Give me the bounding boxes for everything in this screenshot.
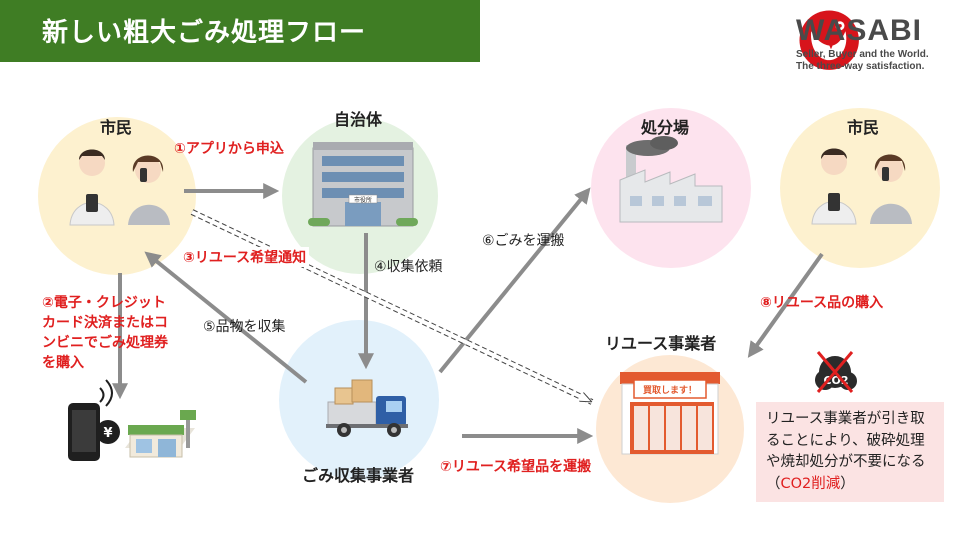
- co2-reduction-icon: CO2: [815, 351, 857, 393]
- step-7-label: ⑦リユース希望品を運搬: [440, 459, 592, 475]
- citizen-left-label: 市民: [100, 118, 133, 137]
- step-2-line-2: カード決済またはコ: [42, 315, 168, 331]
- step-6-label: ⑥ごみを運搬: [482, 233, 565, 249]
- logo-tagline-2: The three-way satisfaction.: [796, 61, 925, 72]
- citizens-left-icon: [69, 149, 170, 226]
- logo-tagline-1: Seller, Buyer and the World.: [796, 49, 929, 60]
- arrow-3-notify: [190, 209, 594, 405]
- reuse-shop-icon: 買取します！: [620, 372, 720, 455]
- citizen-right-circle: [780, 108, 940, 268]
- step-8-label: ⑧リユース品の購入: [760, 295, 884, 311]
- arrow-6-transport: [438, 187, 591, 374]
- city-hall-sign: 市役所: [354, 196, 372, 204]
- arrow-8-buy-reuse: [747, 252, 824, 358]
- co2-note-text: リユース事業者が引き取ることにより、破砕処理や焼却処分が不要になる（: [766, 411, 926, 492]
- step-4-label: ④収集依頼: [374, 259, 443, 275]
- citizen-right-label: 市民: [847, 118, 880, 137]
- step-2-line-1: ②電子・クレジット: [42, 295, 166, 311]
- yen-symbol: ¥: [103, 426, 112, 441]
- step-2-line-4: を購入: [42, 355, 84, 371]
- step-3-label: ③リユース希望通知: [180, 247, 310, 267]
- logo-tagline: Seller, Buyer and the World. The three-w…: [796, 49, 929, 73]
- municipality-label: 自治体: [334, 110, 383, 129]
- step-2-line-3: ンビニでごみ処理券: [42, 335, 168, 351]
- page-title: 新しい粗大ごみ処理フロー: [42, 18, 367, 48]
- citizens-right-icon: [811, 148, 912, 225]
- disposal-site-label: 処分場: [641, 118, 690, 137]
- co2-note-suffix: ）: [840, 475, 855, 492]
- arrow-5-collect: [144, 251, 308, 384]
- collector-label: ごみ収集事業者: [302, 466, 415, 485]
- step-2-label: ②電子・クレジット カード決済またはコ ンビニでごみ処理券 を購入: [42, 293, 168, 373]
- city-hall-building-icon: 市役所: [308, 142, 418, 227]
- step-1-label: ①アプリから申込: [174, 141, 284, 157]
- logo-name: WASABI: [796, 14, 922, 47]
- reuse-business-label: リユース事業者: [605, 334, 717, 353]
- convenience-store-icon: [125, 410, 196, 458]
- title-bar: [0, 0, 480, 62]
- wasabi-logo-icon: [799, 10, 859, 70]
- co2-note-box: リユース事業者が引き取ることにより、破砕処理や焼却処分が不要になる（CO2削減）: [756, 402, 944, 502]
- shop-sign: 買取します！: [643, 385, 697, 396]
- smartphone-payment-icon: ¥: [68, 379, 120, 461]
- factory-icon: [619, 136, 723, 223]
- citizen-left-circle: [38, 117, 196, 275]
- co2-note-highlight: CO2削減: [780, 475, 841, 492]
- step-5-label: ⑤品物を収集: [203, 319, 286, 335]
- garbage-truck-icon: [326, 379, 408, 437]
